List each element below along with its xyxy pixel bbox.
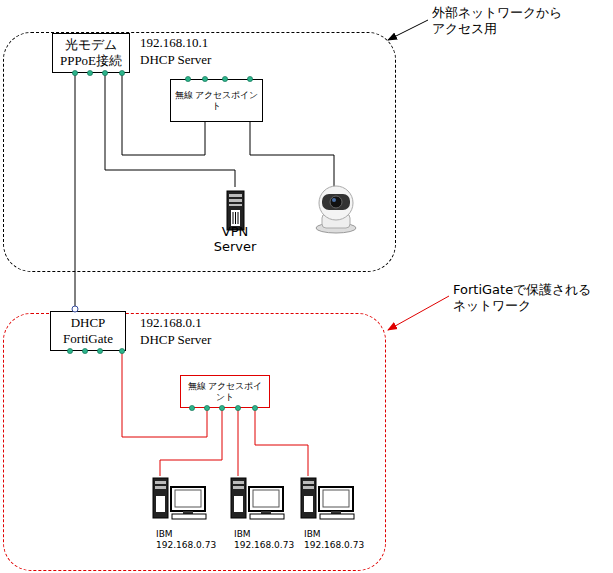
modem-box: 光モデム PPPoE接続: [52, 33, 130, 73]
address-label: DHCP Server: [140, 332, 211, 348]
port-dot: [119, 348, 124, 353]
port-dot: [204, 405, 209, 410]
pc-icons: [153, 478, 354, 519]
pc-node: IBM 192.168.0.73: [298, 476, 370, 551]
camera-icon: [316, 186, 356, 233]
address-label: 192.168.10.1: [140, 35, 208, 51]
network-cable: [255, 408, 308, 476]
node-label: 無線 アクセスポイント: [184, 381, 266, 403]
port-dot: [222, 76, 227, 81]
pc-node: IBM 192.168.0.73: [228, 476, 300, 551]
device-label: IBM 192.168.0.73: [228, 529, 300, 551]
node-label: 光モデム PPPoE接続: [56, 37, 126, 68]
port-dot: [67, 348, 72, 353]
network-cable: [75, 73, 76, 311]
address-label: 192.168.0.1: [140, 315, 202, 331]
port-dot: [119, 70, 124, 75]
callout-text: 外部ネットワークから アクセス用: [432, 5, 568, 38]
device-label: IBM 192.168.0.73: [150, 529, 222, 551]
port-dot: [102, 70, 107, 75]
network-region: FortiGateで保護される ネットワークDHCP FortiGate無線 ア…: [3, 313, 386, 571]
port-dot: [185, 76, 190, 81]
port-ring: [72, 306, 78, 312]
port-dot: [202, 76, 207, 81]
port-dot: [97, 348, 102, 353]
port-dot: [82, 348, 87, 353]
leader-arrow: [388, 20, 428, 40]
server-node: VPN Server: [200, 187, 270, 255]
port-dot: [235, 405, 240, 410]
node-label: VPN Server: [200, 224, 270, 255]
port-dot: [252, 405, 257, 410]
pc-node: IBM 192.168.0.73: [150, 476, 222, 551]
port-dot: [219, 405, 224, 410]
node-label: DHCP FortiGate: [54, 315, 122, 346]
port-dot: [87, 70, 92, 75]
access-point-box: 無線 アクセスポイント: [180, 375, 270, 408]
access-point-box: 無線 アクセスポイント: [170, 79, 263, 122]
firewall-box: DHCP FortiGate: [50, 311, 126, 351]
network-cable: [160, 408, 222, 476]
device-label: IBM 192.168.0.73: [298, 529, 370, 551]
network-cable: [238, 408, 239, 476]
network-region: 外部ネットワークから アクセス用光モデム PPPoE接続無線 アクセスポイントV…: [3, 32, 396, 272]
callout-text: FortiGateで保護される ネットワーク: [453, 282, 603, 315]
port-dot: [72, 70, 77, 75]
node-label: 無線 アクセスポイント: [174, 90, 259, 112]
port-dot: [247, 76, 252, 81]
address-label: DHCP Server: [140, 52, 211, 68]
leader-arrow: [388, 296, 449, 330]
camera-wire: [250, 122, 334, 187]
port-dot: [189, 405, 194, 410]
